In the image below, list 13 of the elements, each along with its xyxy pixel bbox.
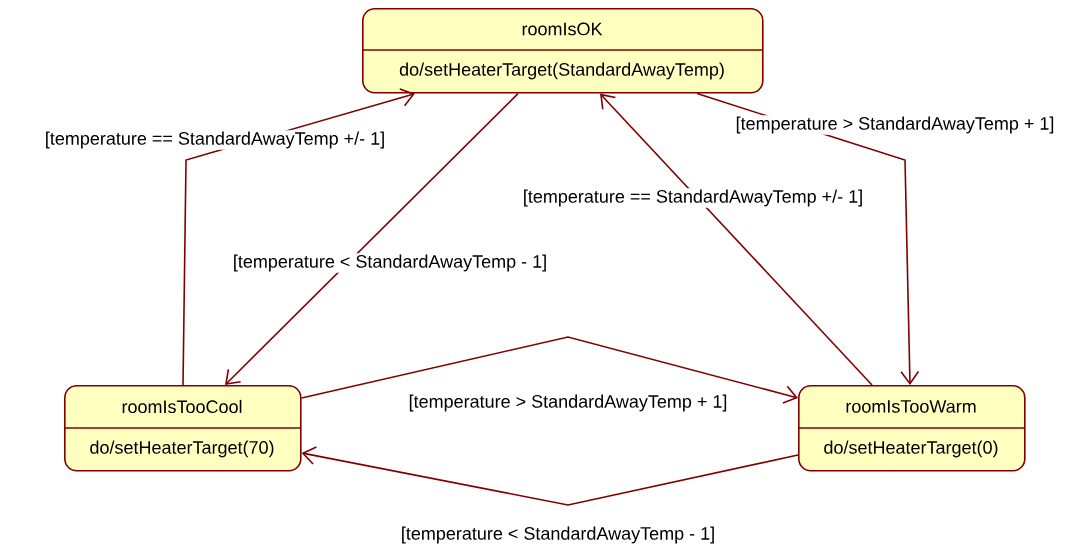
state-box: roomIsOK do/setHeaterTarget(StandardAwayTemp) bbox=[361, 8, 764, 94]
edge-label: [temperature < StandardAwayTemp - 1] bbox=[399, 525, 717, 545]
edge-label: [temperature > StandardAwayTemp + 1] bbox=[407, 393, 729, 413]
edge-label: [temperature == StandardAwayTemp +/- 1] bbox=[43, 130, 387, 150]
edge-label: [temperature == StandardAwayTemp +/- 1] bbox=[521, 188, 865, 208]
edge-label: [temperature < StandardAwayTemp - 1] bbox=[231, 253, 549, 273]
state-box: roomIsTooCool do/setHeaterTarget(70) bbox=[63, 385, 302, 472]
arrow bbox=[225, 92, 519, 385]
arrow bbox=[300, 336, 798, 404]
edge-label: [temperature > StandardAwayTemp + 1] bbox=[734, 115, 1056, 135]
state-box: roomIsTooWarm do/setHeaterTarget(0) bbox=[797, 385, 1026, 472]
arrow bbox=[301, 446, 799, 506]
arrow bbox=[600, 93, 873, 386]
